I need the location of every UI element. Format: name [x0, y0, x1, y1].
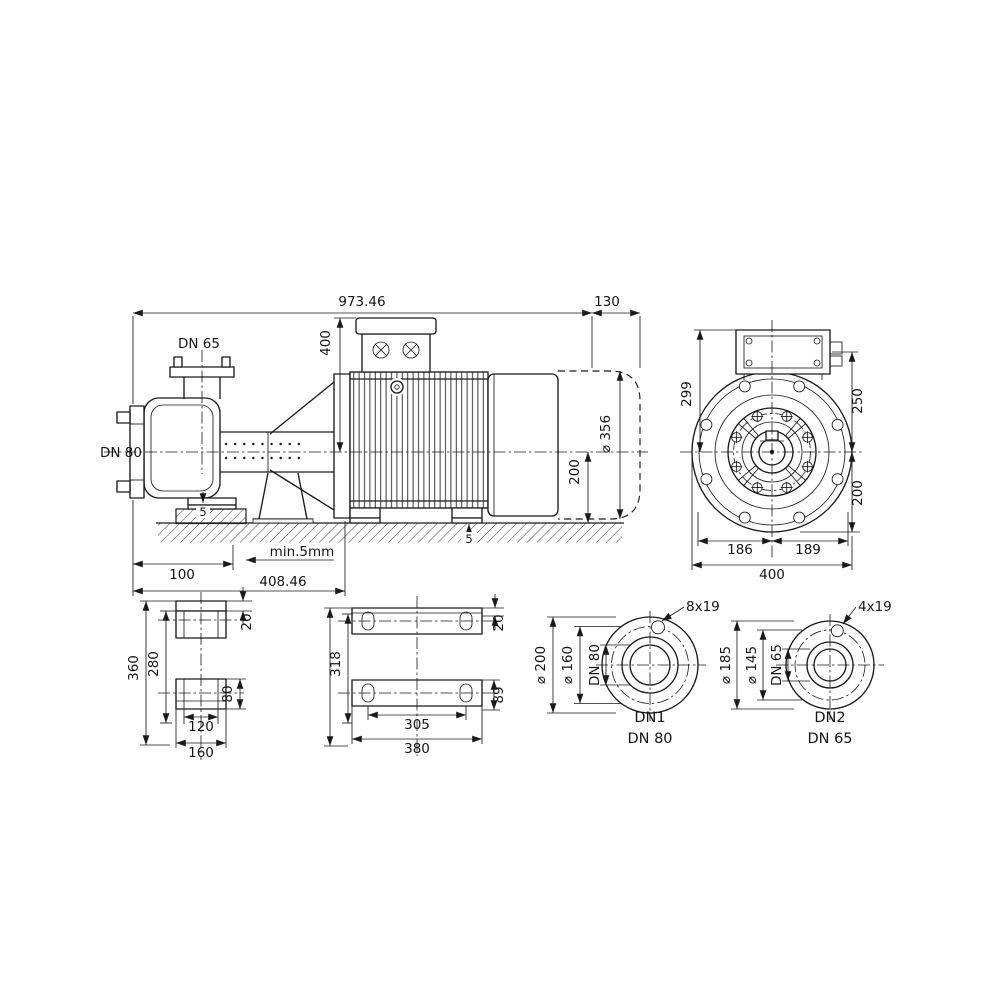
bolt-hole: [830, 624, 844, 638]
dim-shaft-height: 200: [567, 459, 583, 485]
pump-foot-view: [158, 592, 244, 760]
dim-dia-185: ⌀ 185: [718, 646, 734, 684]
dim-400-end: 400: [759, 567, 785, 583]
label-dn2-size: DN 65: [807, 731, 852, 747]
motor-body: [349, 371, 489, 509]
motor-flange: [333, 373, 351, 519]
label-dn1-size: DN 80: [627, 731, 672, 747]
label-dn80: DN 80: [100, 445, 142, 461]
pump-foot-shim: [187, 504, 237, 510]
motor-foot-rear: [451, 507, 483, 519]
cable-gland: [829, 341, 843, 355]
dim-360: 360: [126, 655, 142, 681]
dim-20-motor: 20: [491, 614, 507, 631]
dim-120: 120: [188, 719, 214, 735]
fan-cover: [487, 373, 559, 517]
terminal-box-end: [735, 329, 831, 375]
pump-volute: [143, 397, 221, 499]
dim-299: 299: [679, 381, 695, 407]
lifting-eye: [390, 380, 404, 394]
label-bolt-holes-dn2: 4x19: [858, 599, 892, 615]
flange-dn2-view: 4x19 ⌀ 185 ⌀ 145 DN 65 DN2 DN 65: [718, 599, 892, 747]
dim-80: 80: [220, 685, 236, 702]
end-view-dimensions: 299 250 200 186 189 400: [679, 329, 866, 583]
end-view: [680, 320, 864, 560]
dim-dia-200: ⌀ 200: [533, 646, 549, 684]
dim-shim-right: 5: [465, 532, 472, 546]
label-dn1: DN1: [634, 710, 665, 726]
terminal-box-lid: [355, 317, 437, 335]
dim-total-length: 973.46: [338, 294, 385, 310]
label-dn65: DN 65: [178, 336, 220, 352]
dim-280: 280: [146, 651, 162, 677]
motor-foot-front: [349, 507, 381, 519]
dim-408: 408.46: [259, 574, 306, 590]
dim-100: 100: [169, 567, 195, 583]
dim-380: 380: [404, 741, 430, 757]
dim-dia-145: ⌀ 145: [744, 646, 760, 684]
dim-189: 189: [795, 542, 821, 558]
motor-foot-dimensions: 403 318 20 89 305 380: [324, 594, 507, 757]
dim-318: 318: [328, 651, 344, 677]
dim-dia-160: ⌀ 160: [560, 646, 576, 684]
label-bolt-holes-dn1: 8x19: [686, 599, 720, 615]
dim-shim-left: 5: [199, 505, 206, 519]
flange-dn1-view: 8x19 ⌀ 200 ⌀ 160 DN 80 DN1 DN 80: [533, 599, 720, 747]
bolt-hole: [651, 620, 665, 635]
motor-foot-view: [338, 596, 496, 756]
terminal-box: [361, 333, 431, 373]
dim-250: 250: [850, 388, 866, 414]
dim-305: 305: [404, 717, 430, 733]
ground-hatch: [158, 523, 622, 543]
foundation-block: [175, 508, 247, 525]
dim-motor-dia: ⌀ 356: [598, 415, 614, 453]
label-dn2: DN2: [814, 710, 845, 726]
dim-20-pump: 20: [239, 613, 255, 630]
dim-200-end: 200: [850, 480, 866, 506]
label-min-gap: min.5mm: [270, 544, 335, 560]
dim-160: 160: [188, 745, 214, 761]
dim-extra-length: 130: [594, 294, 620, 310]
dim-89: 89: [491, 686, 507, 703]
dim-height-400: 400: [318, 330, 334, 356]
pump-foot: [187, 497, 237, 506]
side-view-dimensions: 973.46 130 DN 65 DN 80 400 200 ⌀ 356 5 5…: [100, 294, 641, 596]
cable-gland: [829, 355, 843, 367]
dim-186: 186: [727, 542, 753, 558]
dim-dn65-bore: DN 65: [769, 644, 785, 686]
dim-dn80-bore: DN 80: [587, 644, 603, 686]
side-view: [104, 317, 648, 543]
pump-foot-dimensions: 360 280 20 80 120 160: [126, 587, 255, 761]
